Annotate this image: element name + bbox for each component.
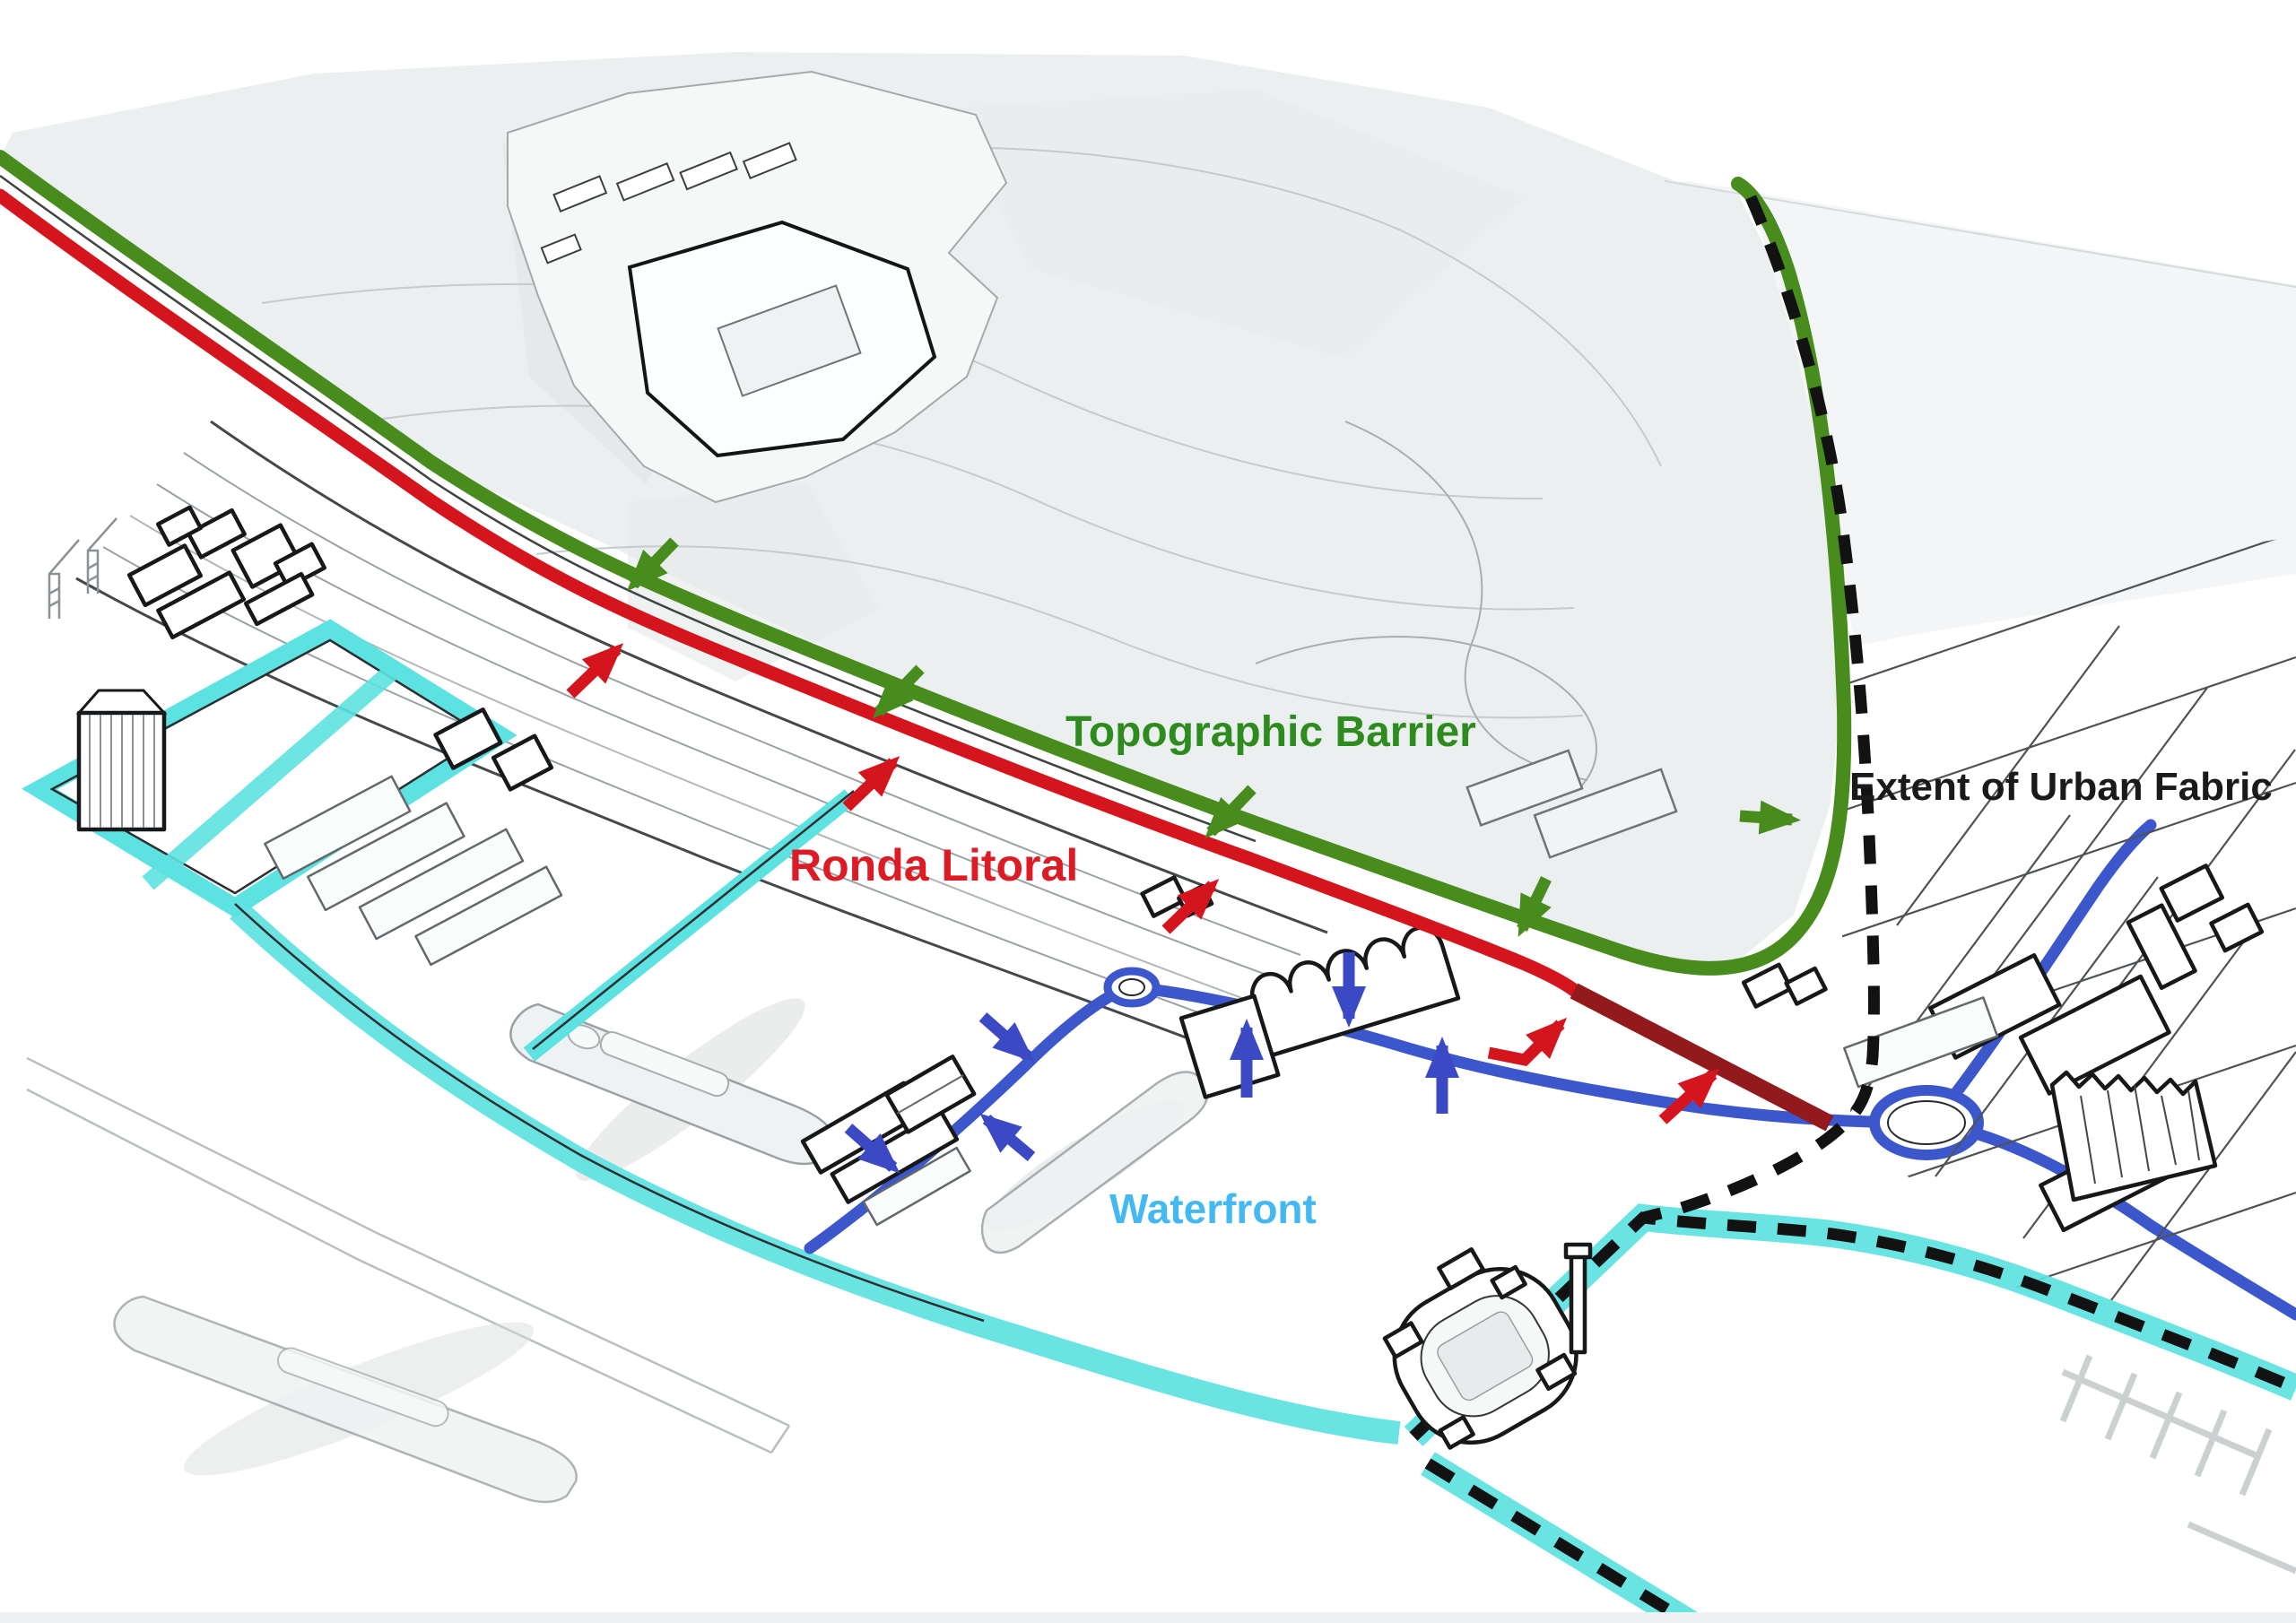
marina-piers xyxy=(2059,1354,2296,1575)
ronda-litoral-line xyxy=(0,188,1586,1001)
blue-arrow xyxy=(978,1012,1035,1063)
monument-column xyxy=(1569,1251,1587,1355)
red-arrow xyxy=(566,643,624,699)
label-waterfront: Waterfront xyxy=(1109,1185,1317,1232)
label-ronda-litoral: Ronda Litoral xyxy=(789,840,1078,890)
green-arrow xyxy=(873,664,925,719)
green-arrow xyxy=(627,537,679,592)
factory-building xyxy=(2049,1070,2218,1202)
waterfront-edge-highlight xyxy=(230,901,1401,1445)
ronda-litoral-tunnel-segment xyxy=(1570,983,1834,1132)
gabled-shed xyxy=(884,1055,977,1134)
topographic-barrier-line xyxy=(0,150,1852,976)
red-arrow xyxy=(1658,1068,1720,1124)
green-arrow xyxy=(1205,785,1257,839)
bottom-edge-strip xyxy=(0,1612,2296,1623)
miramar-buildings xyxy=(1465,749,1678,859)
cruise-ship-2 xyxy=(980,1071,1209,1254)
green-arrows xyxy=(627,537,1801,938)
urban-fabric-boundary xyxy=(1641,195,1880,1224)
blue-arrow xyxy=(844,1124,900,1174)
port-warehouses-left xyxy=(126,505,327,640)
right-buildings xyxy=(1741,864,2265,1233)
green-arrow xyxy=(1739,800,1801,835)
red-arrow xyxy=(1161,879,1220,934)
rail-corridor xyxy=(0,174,1328,1042)
red-arrows xyxy=(566,643,1720,1124)
urban-fabric-boundary-marina xyxy=(1409,1211,2296,1441)
port-sheds-mid xyxy=(264,707,563,967)
red-arrow xyxy=(842,756,900,812)
sea xyxy=(1677,179,2296,646)
waterfront-road-branch xyxy=(1931,819,2157,1124)
cruise-ship-3 xyxy=(113,1295,578,1504)
large-roundabout xyxy=(1869,1085,1984,1160)
blue-arrows xyxy=(844,952,1459,1174)
label-extent-of-urban-fabric: Extent of Urban Fabric xyxy=(1849,765,2273,809)
peninsula-boundary xyxy=(1404,1203,2296,1623)
blue-arrow xyxy=(979,1113,1036,1161)
stadium-building xyxy=(1382,1242,1593,1450)
green-arrow xyxy=(1517,876,1552,938)
port-cranes xyxy=(48,517,117,619)
hill-landmass xyxy=(0,52,2296,967)
label-topographic-barrier: Topographic Barrier xyxy=(1065,708,1476,756)
grain-silo xyxy=(75,689,168,832)
breakwater-pier xyxy=(26,1056,791,1454)
red-bent-arrow xyxy=(1487,1017,1568,1067)
cruise-ship xyxy=(509,1002,835,1166)
castle-footprint xyxy=(507,70,1008,504)
small-roundabout xyxy=(1103,967,1161,1008)
